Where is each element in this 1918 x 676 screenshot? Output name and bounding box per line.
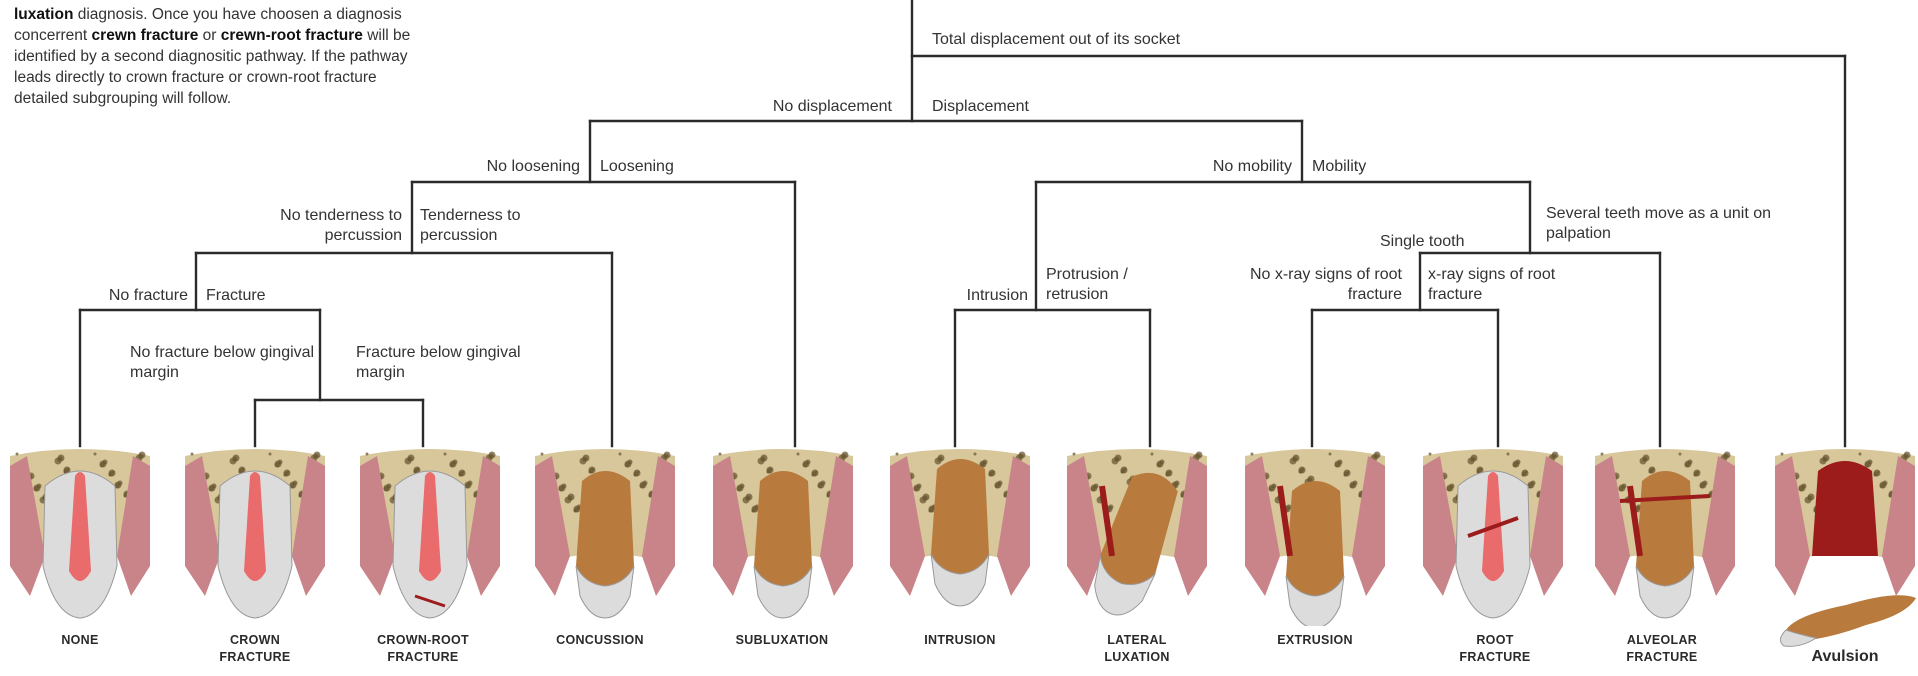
label-displacement: Displacement	[932, 97, 1029, 117]
tooth-alveolar-fracture-illustration	[1590, 446, 1740, 626]
caption-crown-root-fracture: CROWN-ROOT FRACTURE	[363, 632, 483, 666]
tooth-subluxation-illustration	[708, 446, 858, 626]
tooth-crown-fracture-illustration	[180, 446, 330, 626]
caption-avulsion: Avulsion	[1785, 648, 1905, 665]
tooth-none-illustration	[5, 446, 155, 626]
caption-lateral-luxation: LATERAL LUXATION	[1077, 632, 1197, 666]
intro-bold-crown-root: crewn-root fracture	[221, 27, 363, 44]
caption-crown-fracture: CROWN FRACTURE	[195, 632, 315, 666]
intro-bold-luxation: luxation	[14, 6, 73, 23]
intro-line1: diagnosis. Once you have choosen a diagn…	[73, 6, 401, 23]
intro-line5: detailed subgrouping will follow.	[14, 88, 674, 109]
label-no-fracture-below: No fracture below gingival margin	[130, 343, 320, 383]
avulsed-tooth-illustration	[1776, 580, 1918, 650]
caption-intrusion: INTRUSION	[900, 632, 1020, 649]
label-protrusion: Protrusion / retrusion	[1046, 265, 1176, 305]
intro-bold-crown: crewn fracture	[92, 27, 199, 44]
label-fracture-below: Fracture below gingival margin	[356, 343, 536, 383]
label-intrusion: Intrusion	[900, 286, 1028, 306]
label-no-tenderness: No tenderness to percussion	[200, 206, 402, 246]
label-mobility: Mobility	[1312, 157, 1366, 177]
intro-line2-post: will be	[363, 27, 410, 44]
label-no-fracture: No fracture	[60, 286, 188, 306]
label-tenderness: Tenderness to percussion	[420, 206, 590, 246]
label-no-xray: No x-ray signs of root fracture	[1212, 265, 1402, 305]
tooth-root-fracture-illustration	[1418, 446, 1568, 626]
caption-concussion: CONCUSSION	[540, 632, 660, 649]
caption-extrusion: EXTRUSION	[1255, 632, 1375, 649]
intro-line4: leads directly to crown fracture or crow…	[14, 67, 674, 88]
label-loosening: Loosening	[600, 157, 674, 177]
intro-line2-pre: concerrent	[14, 27, 92, 44]
caption-none: NONE	[20, 632, 140, 649]
tooth-lateral-luxation-illustration	[1062, 446, 1212, 626]
label-several-teeth: Several teeth move as a unit on palpatio…	[1546, 204, 1806, 244]
label-xray: x-ray signs of root fracture	[1428, 265, 1578, 305]
intro-line2-mid: or	[198, 27, 220, 44]
label-no-mobility: No mobility	[1080, 157, 1292, 177]
intro-paragraph: luxation diagnosis. Once you have choose…	[14, 4, 674, 109]
tooth-intrusion-illustration	[885, 446, 1035, 626]
tooth-crown-root-fracture-illustration	[355, 446, 505, 626]
label-total-displacement: Total displacement out of its socket	[932, 30, 1180, 50]
tooth-extrusion-illustration	[1240, 446, 1390, 626]
intro-line3: identified by a second diagnositic pathw…	[14, 46, 674, 67]
tooth-concussion-illustration	[530, 446, 680, 626]
caption-subluxation: SUBLUXATION	[722, 632, 842, 649]
caption-root-fracture: ROOT FRACTURE	[1435, 632, 1555, 666]
label-single-tooth: Single tooth	[1380, 232, 1465, 252]
label-no-loosening: No loosening	[380, 157, 580, 177]
label-fracture: Fracture	[206, 286, 266, 306]
caption-alveolar-fracture: ALVEOLAR FRACTURE	[1602, 632, 1722, 666]
label-no-displacement: No displacement	[692, 97, 892, 117]
